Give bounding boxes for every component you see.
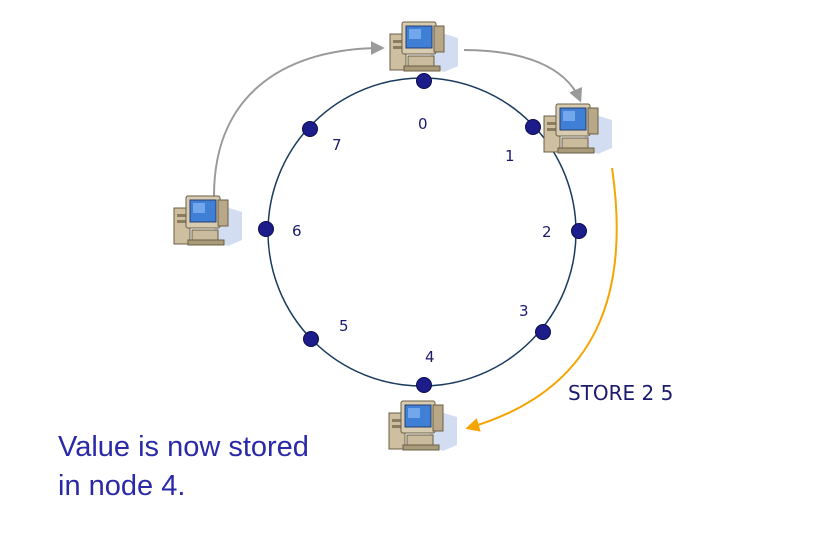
caption-line-1: Value is now stored (58, 431, 309, 463)
node-label-5: 5 (339, 317, 349, 335)
node-label-2: 2 (542, 223, 552, 241)
node-dot-2 (571, 223, 587, 239)
caption-line-2: in node 4. (58, 470, 186, 502)
store-arrow (465, 167, 618, 432)
computer-icon (388, 400, 458, 452)
node-dot-0 (416, 73, 432, 89)
computer-icon (173, 195, 243, 247)
node-dot-6 (258, 221, 274, 237)
node-label-6: 6 (292, 222, 302, 240)
computer-icon (543, 103, 613, 155)
node-dot-7 (302, 121, 318, 137)
node-dot-3 (535, 324, 551, 340)
arrow-top-to-right (463, 49, 583, 103)
node-label-4: 4 (425, 348, 435, 366)
node-dot-4 (416, 377, 432, 393)
arrow-left-to-top (213, 41, 385, 197)
node-dot-1 (525, 119, 541, 135)
caption: Value is now stored in node 4. (58, 428, 378, 506)
node-label-7: 7 (332, 136, 342, 154)
node-dot-5 (303, 331, 319, 347)
node-label-0: 0 (418, 115, 428, 133)
store-message: STORE 2 5 (568, 381, 673, 405)
node-label-1: 1 (505, 147, 515, 165)
node-label-3: 3 (519, 302, 529, 320)
computer-icon (389, 21, 459, 73)
